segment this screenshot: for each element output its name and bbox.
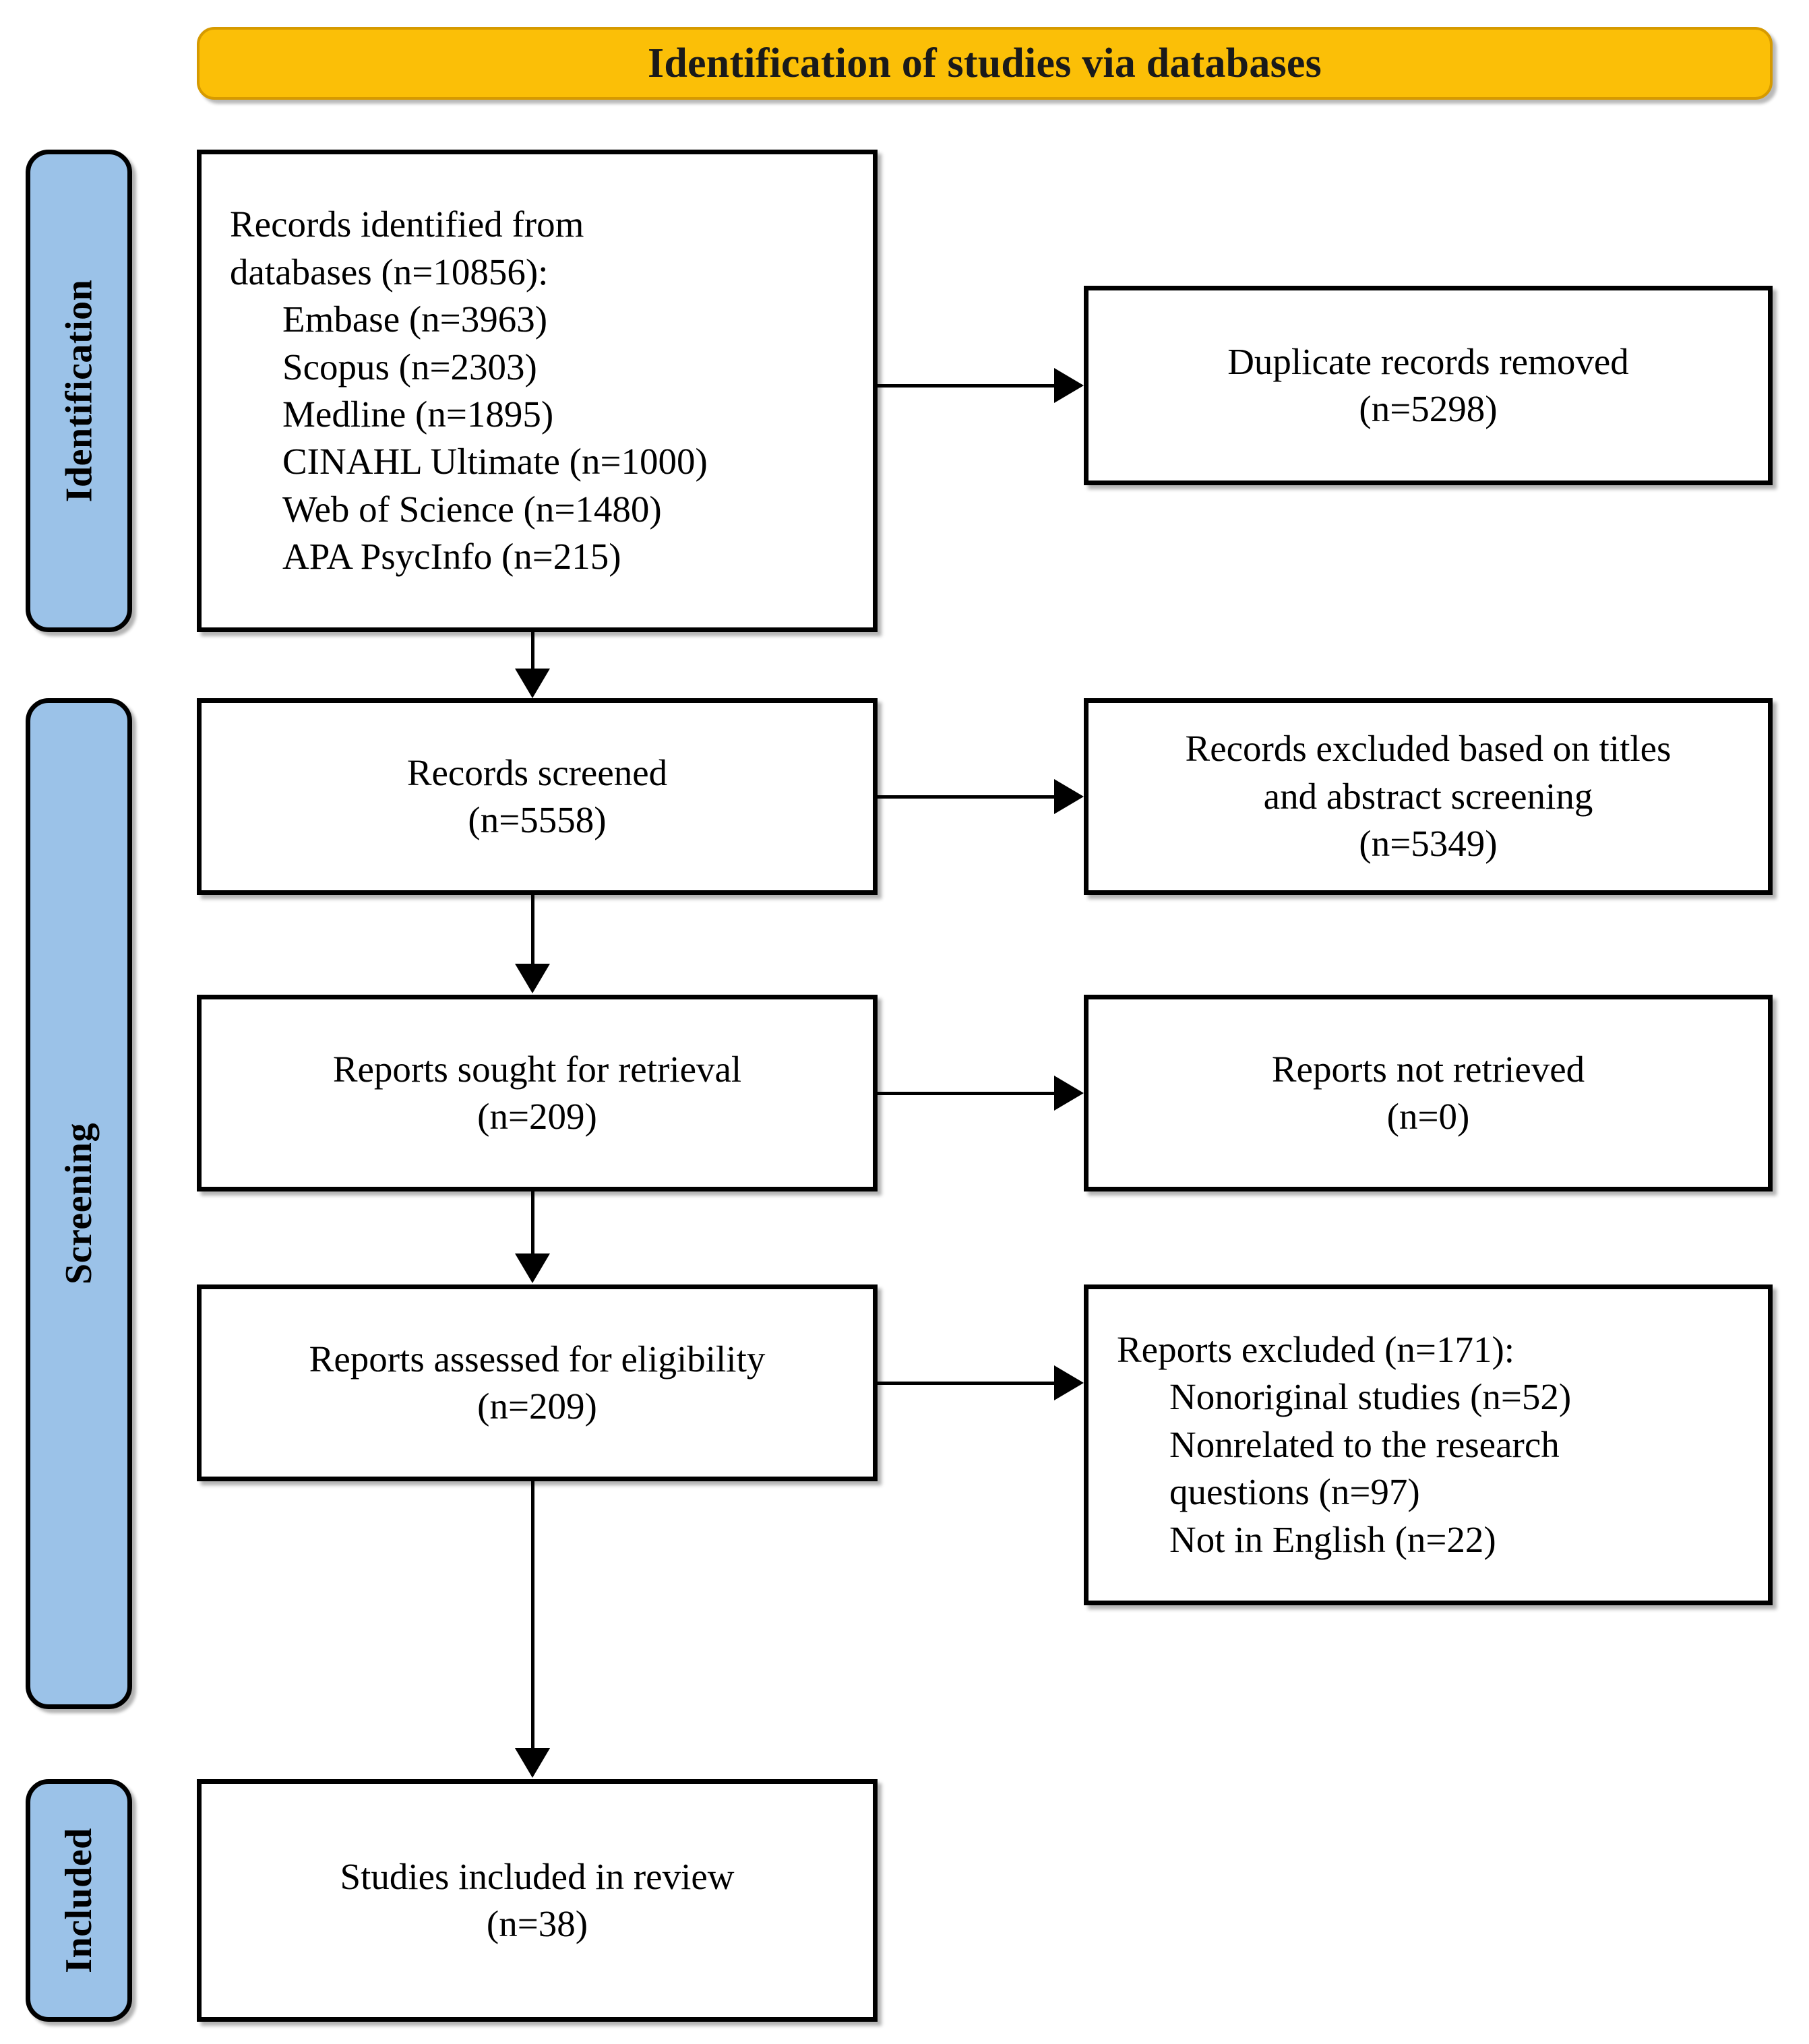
- box-reports-not-retrieved: Reports not retrieved (n=0): [1084, 995, 1773, 1191]
- diagram-title: Identification of studies via databases: [648, 40, 1322, 86]
- box-line: and abstract screening: [1263, 775, 1593, 817]
- connector-screened-to-sought: [531, 895, 534, 965]
- stage-pill-included: Included: [26, 1779, 132, 2022]
- connector-assessed-to-included: [531, 1481, 534, 1751]
- box-reports-assessed-for-eligibility: Reports assessed for eligibility (n=209): [197, 1284, 878, 1481]
- box-line: Web of Science (n=1480): [282, 488, 662, 530]
- box-reports-sought-for-retrieval: Reports sought for retrieval (n=209): [197, 995, 878, 1191]
- connector-sought-to-assessed: [531, 1191, 534, 1262]
- box-line: Scopus (n=2303): [282, 346, 537, 388]
- box-duplicate-records-removed: Duplicate records removed (n=5298): [1084, 286, 1773, 485]
- stage-label-identification: Identification: [58, 279, 100, 503]
- arrowhead-assessed-to-excluded-reports: [1054, 1365, 1084, 1400]
- arrowhead-assessed-to-included: [515, 1748, 550, 1778]
- box-line: Studies included in review: [340, 1855, 735, 1897]
- box-line: Records screened: [406, 751, 668, 793]
- box-line: (n=209): [477, 1096, 597, 1137]
- box-line: Reports not retrieved: [1271, 1048, 1585, 1090]
- connector-sought-to-not-retrieved: [878, 1092, 1054, 1095]
- stage-label-screening: Screening: [58, 1123, 100, 1284]
- box-line: (n=5298): [1359, 388, 1498, 429]
- arrowhead-screened-to-sought: [515, 964, 550, 993]
- box-line: Nonoriginal studies (n=52): [1169, 1376, 1572, 1418]
- box-records-screened: Records screened (n=5558): [197, 698, 878, 895]
- connector-screened-to-excluded-titles: [878, 795, 1054, 799]
- box-line: (n=0): [1386, 1096, 1470, 1137]
- arrowhead-sought-to-assessed: [515, 1253, 550, 1283]
- diagram-header-banner: Identification of studies via databases: [197, 27, 1773, 100]
- box-line: Nonrelated to the research: [1169, 1423, 1560, 1465]
- box-line: CINAHL Ultimate (n=1000): [282, 441, 708, 483]
- arrowhead-identified-to-screened: [515, 669, 550, 698]
- arrowhead-sought-to-not-retrieved: [1054, 1076, 1084, 1111]
- connector-assessed-to-excluded-reports: [878, 1382, 1054, 1385]
- box-line: Medline (n=1895): [282, 394, 554, 435]
- box-reports-excluded: Reports excluded (n=171): Nonoriginal st…: [1084, 1284, 1773, 1605]
- box-line: Records excluded based on titles: [1185, 728, 1672, 770]
- box-line: Reports sought for retrieval: [332, 1048, 742, 1090]
- box-line: (n=5349): [1359, 823, 1498, 865]
- box-line: Reports assessed for eligibility: [309, 1338, 766, 1380]
- box-line: Not in English (n=22): [1169, 1518, 1496, 1560]
- box-studies-included-in-review: Studies included in review (n=38): [197, 1779, 878, 2022]
- connector-identified-to-screened: [531, 632, 534, 670]
- stage-label-included: Included: [58, 1828, 100, 1973]
- stage-pill-identification: Identification: [26, 150, 132, 632]
- connector-identified-to-duplicates: [878, 384, 1054, 388]
- box-records-identified: Records identified from databases (n=108…: [197, 150, 878, 632]
- arrowhead-identified-to-duplicates: [1054, 368, 1084, 403]
- box-line: (n=209): [477, 1386, 597, 1427]
- box-line: Embase (n=3963): [282, 299, 548, 340]
- box-line: (n=5558): [468, 799, 607, 840]
- box-line: APA PsycInfo (n=215): [282, 536, 621, 578]
- stage-pill-screening: Screening: [26, 698, 132, 1709]
- box-records-excluded-titles-abstracts: Records excluded based on titles and abs…: [1084, 698, 1773, 895]
- box-line: databases (n=10856):: [230, 251, 549, 292]
- box-line: Records identified from: [230, 204, 584, 245]
- arrowhead-screened-to-excluded-titles: [1054, 779, 1084, 814]
- box-line: questions (n=97): [1169, 1471, 1420, 1513]
- box-line: Duplicate records removed: [1227, 340, 1629, 382]
- box-line: Reports excluded (n=171):: [1117, 1329, 1515, 1371]
- box-line: (n=38): [486, 1903, 588, 1944]
